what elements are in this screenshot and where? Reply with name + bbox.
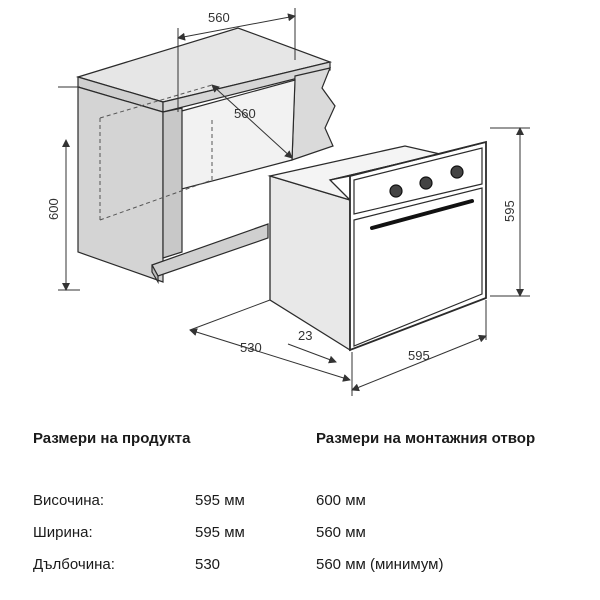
knob-right-icon xyxy=(450,165,464,179)
oven-height-label: 595 xyxy=(502,200,517,222)
knob-middle-icon xyxy=(419,176,433,190)
oven-front-offset-label: 23 xyxy=(298,328,312,343)
opening-dimensions-heading: Размери на монтажния отвор xyxy=(316,430,536,447)
cabinet-left-panel xyxy=(77,86,164,283)
cabinet-width-label: 560 xyxy=(208,10,230,25)
oven xyxy=(267,140,487,352)
cabinet-height-label: 600 xyxy=(46,198,61,220)
oven-control-panel xyxy=(353,147,483,215)
product-dimensions-heading: Размери на продукта xyxy=(33,430,191,447)
installation-diagram: 560 560 600 595 595 530 23 xyxy=(46,8,530,396)
row-label: Ширина: xyxy=(33,524,93,541)
oven-width-label: 595 xyxy=(408,348,430,363)
cabinet-depth-label: 560 xyxy=(234,106,256,121)
cabinet-plinth xyxy=(151,264,159,285)
opening-value: 560 мм xyxy=(316,524,366,541)
oven-door-handle xyxy=(370,199,474,230)
row-label: Дълбочина: xyxy=(33,556,115,573)
cabinet-inner-post xyxy=(162,107,183,259)
oven-depth-label: 530 xyxy=(240,340,262,355)
row-label: Височина: xyxy=(33,492,105,509)
oven-side xyxy=(269,175,351,352)
opening-value: 560 мм (минимум) xyxy=(316,556,444,573)
oven-knobs xyxy=(389,165,464,198)
knob-left-icon xyxy=(389,184,403,198)
opening-value: 600 мм xyxy=(316,492,366,509)
oven-lip xyxy=(329,141,487,181)
dimensions-table: Размери на продукта Размери на монтажния… xyxy=(0,420,600,600)
product-value: 530 xyxy=(195,556,221,573)
cabinet-right-panel xyxy=(291,67,336,161)
product-value: 595 мм xyxy=(195,524,245,541)
product-value: 595 мм xyxy=(195,492,245,509)
dimension-lines xyxy=(58,8,530,396)
oven-door xyxy=(353,187,483,347)
